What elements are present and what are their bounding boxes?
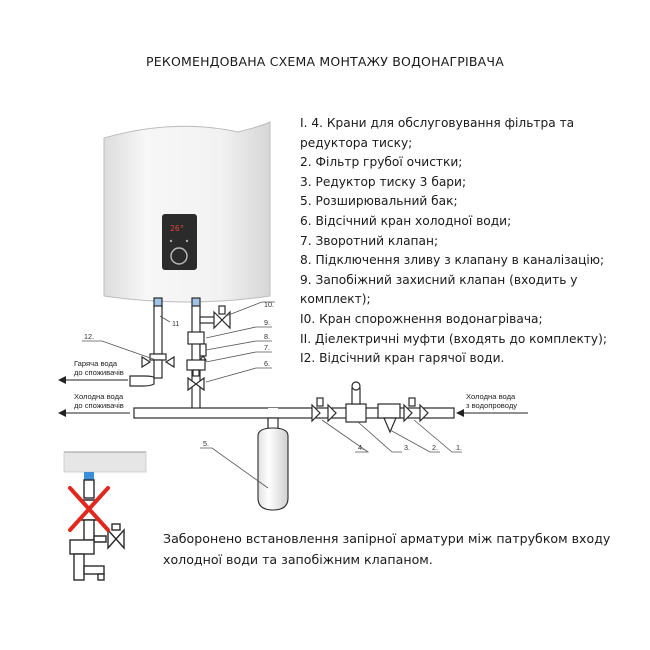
arrow-left-icon (58, 409, 66, 417)
expansion-tank (257, 427, 289, 511)
legend-item: 8. Підключення зливу з клапану в каналіз… (300, 253, 605, 268)
cold-out-label-1: Холодна вода (74, 392, 124, 401)
control-knob-icon (170, 247, 188, 265)
legend-item: I2. Відсічний кран гарячої води. (300, 351, 505, 366)
legend-item: I. 4. Крани для обслуговування фільтра т… (300, 116, 575, 150)
arrow-left-icon (58, 376, 66, 384)
safety-group (186, 297, 231, 411)
legend-item: 3. Редуктор тиску 3 бари; (300, 174, 467, 189)
cold-water-main (133, 381, 455, 434)
cold-in-label-2: з водопроводу (466, 401, 517, 410)
callout-10: 10. (264, 300, 274, 309)
legend-item: 2. Фільтр грубої очистки; (300, 155, 463, 170)
callout-7: 7. (264, 343, 270, 352)
hot-water-line (129, 297, 175, 387)
diagram-title: РЕКОМЕНДОВАНА СХЕМА МОНТАЖУ ВОДОНАГРІВАЧ… (146, 54, 504, 69)
callout-1: 1. (456, 443, 462, 452)
legend-list: I. 4. Крани для обслуговування фільтра т… (300, 114, 645, 369)
callout-4: 4. (358, 443, 364, 452)
callout-6: 6. (264, 359, 270, 368)
hot-water-label-2: до споживачів (74, 368, 124, 377)
legend-item: 7. Зворотний клапан; (300, 233, 439, 248)
flow-arrows (58, 376, 528, 417)
legend-item: 5. Розширювальний бак; (300, 194, 458, 209)
forbidden-x-icon (68, 486, 110, 532)
forbidden-illustration (63, 451, 147, 581)
callout-11: 11 (172, 319, 179, 328)
cold-out-label-2: до споживачів (74, 401, 124, 410)
callout-3: 3. (404, 443, 410, 452)
callout-9: 9. (264, 318, 270, 327)
water-heater: 26° (103, 121, 271, 303)
arrow-left-icon (456, 409, 464, 417)
cold-in-label-1: Холодна вода (466, 392, 516, 401)
legend-item: II. Діелектричні муфти (входять до компл… (300, 331, 607, 346)
hot-water-label-1: Гаряча вода (74, 359, 118, 368)
legend-item: 9. Запобіжний захисний клапан (входить у… (300, 272, 578, 307)
callout-12: 12. (84, 332, 94, 341)
warning-text: Заборонено встановлення запірної арматур… (163, 531, 611, 567)
callout-lines (82, 301, 462, 489)
control-panel (162, 214, 197, 270)
temperature-display: 26° (170, 224, 184, 233)
callout-2: 2. (432, 443, 438, 452)
legend-item: 6. Відсічний кран холодної води; (300, 213, 512, 228)
callout-8: 8. (264, 332, 270, 341)
callout-5: 5. (203, 439, 209, 448)
legend-item: I0. Кран спорожнення водонагрівача; (300, 311, 543, 326)
inlet-connector (84, 472, 94, 480)
